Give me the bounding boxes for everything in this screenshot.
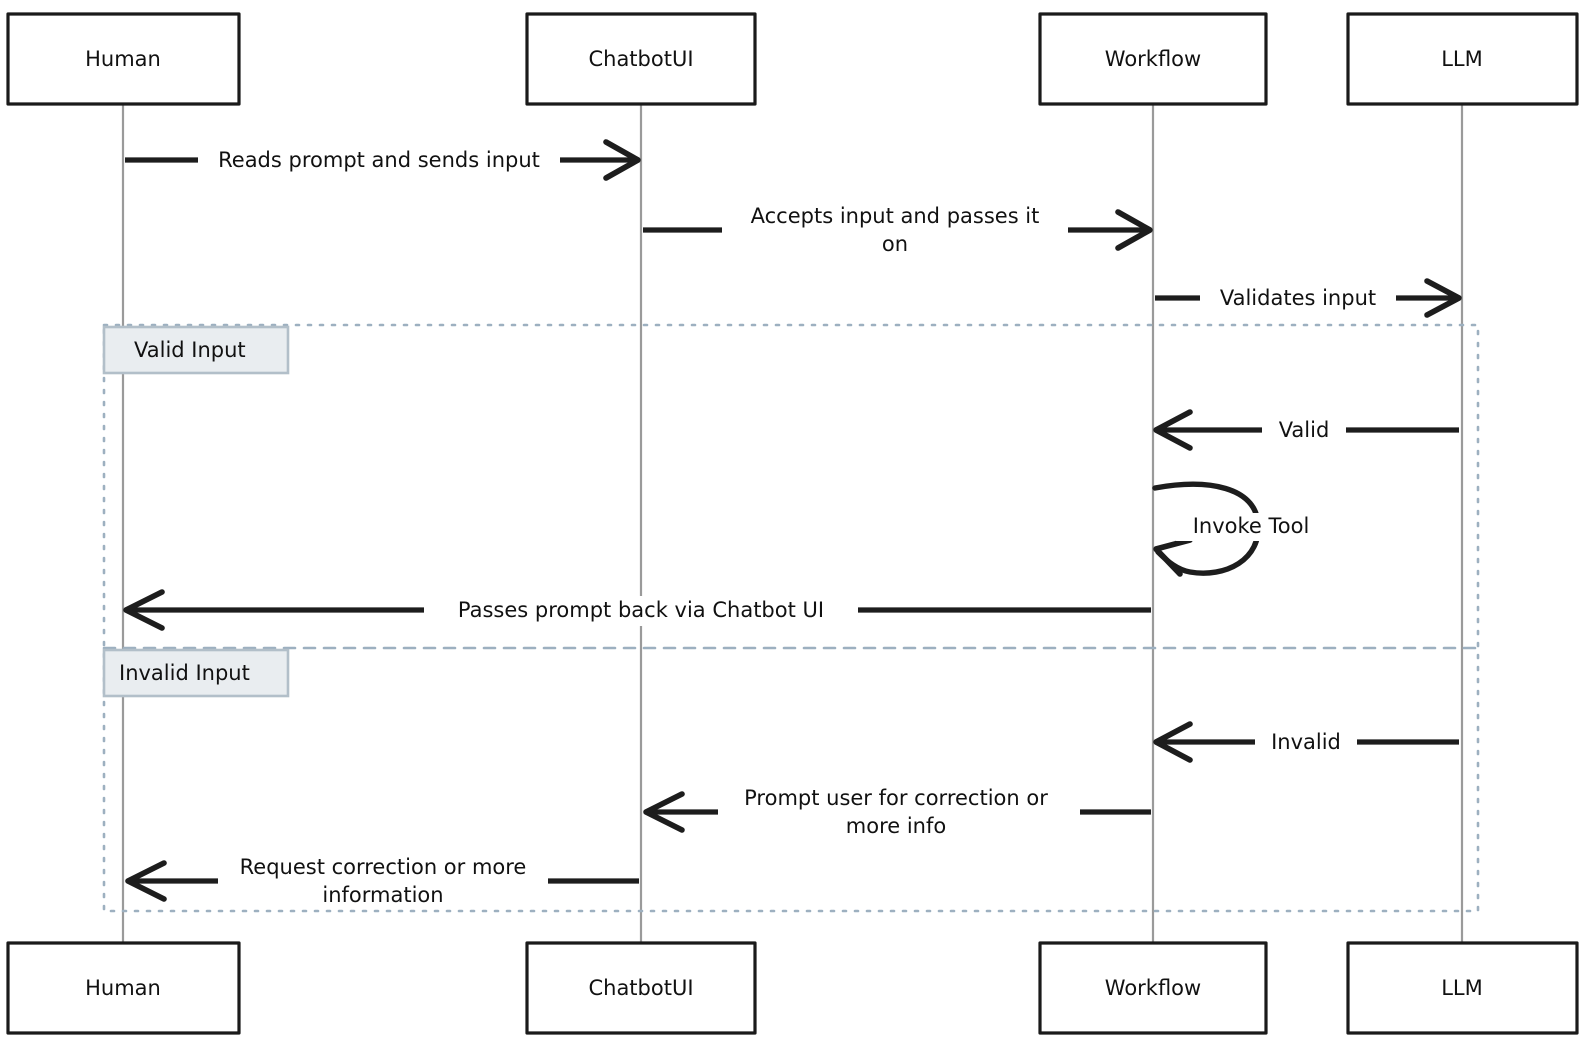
arrowhead-left-icon — [123, 589, 165, 631]
message-label: Valid — [1279, 418, 1330, 442]
label-backdrop — [718, 788, 1080, 818]
alt-tag-box-invalid-input — [102, 648, 290, 698]
participant-label: ChatbotUI — [588, 47, 693, 71]
arrowhead-left-icon — [1153, 721, 1193, 763]
message-label-line-1: Request correction or more — [240, 855, 527, 879]
participant-box[interactable] — [6, 12, 241, 106]
label-backdrop — [198, 146, 560, 176]
participants-top-group: Human ChatbotUI Workflow LLM — [6, 12, 1579, 106]
label-backdrop — [218, 857, 548, 887]
participant-box[interactable] — [525, 12, 757, 106]
participant-box[interactable] — [525, 941, 757, 1035]
message-label-line-1: Prompt user for correction or — [744, 786, 1048, 810]
label-backdrop — [1176, 513, 1326, 541]
label-backdrop — [1262, 416, 1346, 446]
participant-box[interactable] — [1038, 941, 1268, 1035]
message-reads-prompt-and-sends-input: Reads prompt and sends input — [125, 139, 641, 181]
participant-bottom-human[interactable]: Human — [6, 941, 241, 1035]
participant-top-llm[interactable]: LLM — [1346, 12, 1579, 106]
participant-box[interactable] — [1346, 12, 1579, 106]
arrowhead-left-icon — [125, 860, 167, 902]
message-invalid: Invalid — [1153, 721, 1459, 763]
participant-box[interactable] — [1346, 941, 1579, 1035]
message-passes-prompt-back-via-chatbot-ui: Passes prompt back via Chatbot UI — [123, 589, 1151, 631]
arrowhead-right-icon — [1424, 278, 1462, 318]
participant-top-human[interactable]: Human — [6, 12, 241, 106]
alt-tag-label-invalid-input: Invalid Input — [119, 661, 250, 685]
message-label: Invoke Tool — [1193, 514, 1310, 538]
alt-frame-group: Valid Input Invalid Input — [102, 323, 1480, 913]
message-label-line-2: information — [322, 883, 443, 907]
participant-top-workflow[interactable]: Workflow — [1038, 12, 1268, 106]
participant-label: LLM — [1441, 47, 1483, 71]
message-label-line-1: Accepts input and passes it — [751, 204, 1040, 228]
participant-box[interactable] — [6, 941, 241, 1035]
message-label-line-2: more info — [846, 814, 946, 838]
message-request-correction-or-more-information: Request correction or more information — [125, 855, 639, 907]
label-backdrop — [1255, 728, 1357, 758]
self-loop-path — [1152, 481, 1261, 525]
message-prompt-user-for-correction-or-more-info: Prompt user for correction or more info — [643, 786, 1151, 838]
label-backdrop — [1200, 284, 1396, 314]
arrowhead-left-icon — [1153, 409, 1193, 451]
participant-label: Workflow — [1105, 47, 1201, 71]
participant-label: LLM — [1441, 976, 1483, 1000]
alt-tag-label-valid-input: Valid Input — [134, 338, 246, 362]
label-backdrop — [424, 596, 858, 626]
alt-tag-box-valid-input — [102, 325, 290, 375]
arrowhead-left-icon — [1153, 537, 1193, 577]
participant-label: Human — [85, 47, 161, 71]
participants-bottom-group: Human ChatbotUI Workflow LLM — [6, 941, 1579, 1035]
lifelines-group — [121, 104, 1464, 943]
alt-section-valid-input: Valid Input — [102, 325, 290, 375]
arrowhead-right-icon — [603, 139, 641, 181]
participant-bottom-chatbotui[interactable]: ChatbotUI — [525, 941, 757, 1035]
message-validates-input: Validates input — [1155, 278, 1462, 318]
arrowhead-right-icon — [1115, 209, 1153, 251]
arrowhead-left-icon — [643, 791, 685, 833]
alt-frame-border — [102, 323, 1480, 913]
participant-bottom-workflow[interactable]: Workflow — [1038, 941, 1268, 1035]
participant-top-chatbotui[interactable]: ChatbotUI — [525, 12, 757, 106]
message-label: Validates input — [1220, 286, 1376, 310]
message-accepts-input-and-passes-it-on: Accepts input and passes it on — [643, 204, 1153, 256]
label-backdrop — [722, 206, 1068, 236]
participant-label: ChatbotUI — [588, 976, 693, 1000]
participant-label: Human — [85, 976, 161, 1000]
participant-label: Workflow — [1105, 976, 1201, 1000]
message-invoke-tool: Invoke Tool — [1152, 481, 1326, 577]
participant-box[interactable] — [1038, 12, 1268, 106]
message-label: Passes prompt back via Chatbot UI — [458, 598, 824, 622]
message-label: Reads prompt and sends input — [218, 148, 540, 172]
message-label-line-2: on — [882, 232, 908, 256]
message-label: Invalid — [1271, 730, 1341, 754]
alt-section-invalid-input: Invalid Input — [102, 648, 290, 698]
participant-bottom-llm[interactable]: LLM — [1346, 941, 1579, 1035]
message-valid: Valid — [1153, 409, 1459, 451]
